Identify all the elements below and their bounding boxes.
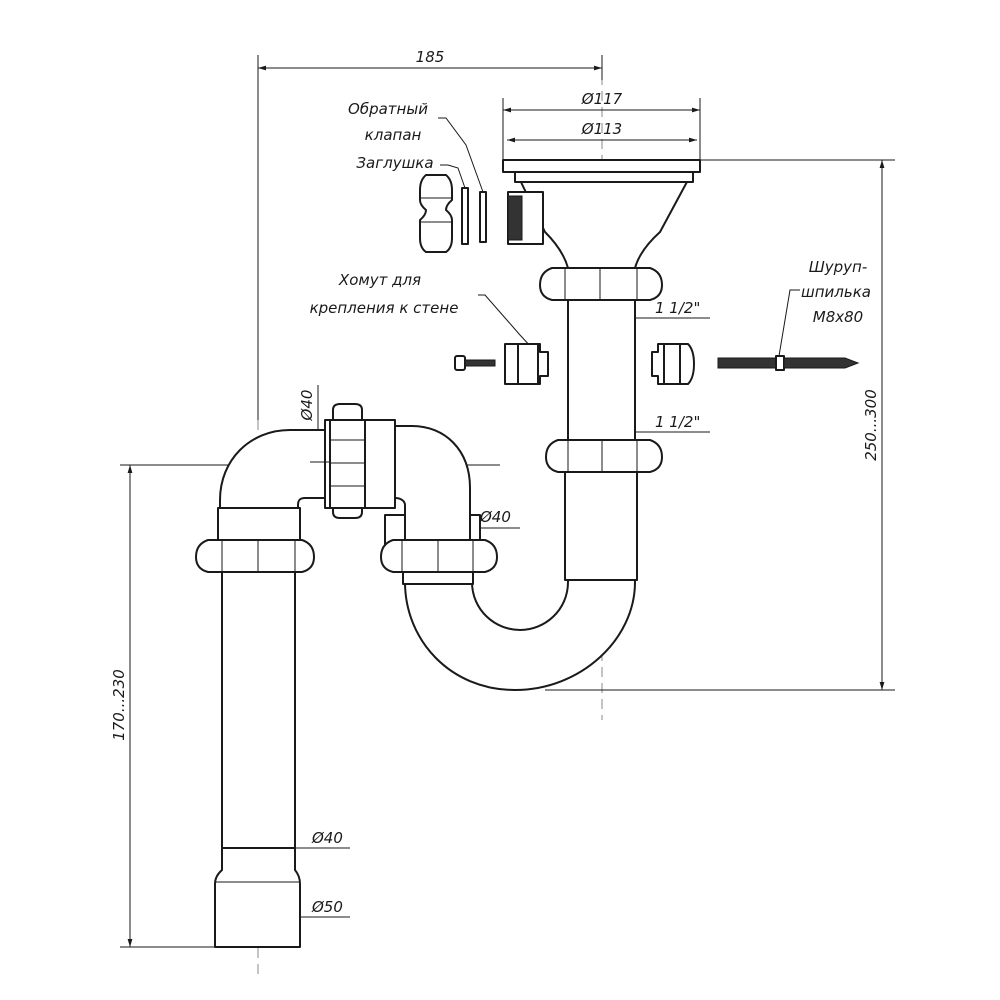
dim-label-d117: Ø117: [581, 90, 623, 108]
dim-label-d113: Ø113: [581, 120, 622, 138]
dimension-250-300: 250...300: [545, 159, 895, 691]
outlet-nut: [195, 539, 315, 573]
callout-screw-line3: M8x80: [813, 308, 863, 326]
callout-wall-clamp-line2: крепления к стене: [310, 299, 459, 317]
dimension-d117: Ø117: [502, 90, 701, 162]
riser-upper-tube: [567, 299, 636, 441]
dim-label-outlet-d50: Ø50: [311, 898, 343, 916]
strainer-flange: [502, 159, 701, 173]
dim-label-185: 185: [416, 48, 445, 66]
plug-leader: [440, 164, 466, 189]
screw-stud: [717, 355, 860, 371]
dim-label-250-300: 250...300: [862, 389, 880, 461]
dim-label-outlet-d40: Ø40: [311, 829, 343, 847]
outlet-collar: [217, 507, 301, 541]
check-valve-leader: [438, 117, 484, 193]
wall-clamp-right: [651, 343, 695, 385]
callout-check-valve-line1: Обратный: [348, 100, 428, 118]
upper-nut: [539, 267, 663, 301]
outlet-socket: [214, 847, 301, 948]
riser-nut: [545, 439, 663, 473]
arm-collar: [402, 571, 474, 585]
callout-check-valve-line2: клапан: [365, 126, 422, 144]
wall-clamp-left: [504, 343, 549, 385]
arm-nut: [380, 539, 498, 573]
clamp-bolt: [454, 355, 496, 371]
dimension-d113: Ø113: [507, 120, 697, 143]
plug-part: [419, 174, 453, 253]
plug-gasket: [461, 187, 469, 245]
elbow-union: [310, 403, 396, 519]
strainer-side-thread: [507, 195, 523, 241]
riser-lower-tube: [564, 471, 638, 581]
callout-screw-line2: шпилька: [801, 283, 871, 301]
dim-label-170-230: 170...230: [110, 669, 128, 741]
callout-screw-line1: Шуруп-: [809, 258, 868, 276]
strainer-funnel: [519, 179, 689, 269]
dim-label-thread-lower: 1 1/2": [655, 413, 700, 431]
elbow-left-bend: [219, 429, 331, 511]
dim-label-thread-upper: 1 1/2": [655, 299, 700, 317]
outlet-pipe: [221, 571, 296, 849]
check-valve-disc: [479, 191, 487, 243]
screw-leader: [777, 289, 800, 363]
clamp-leader: [478, 294, 533, 349]
callout-wall-clamp-line1: Хомут для: [338, 271, 421, 289]
u-bend: [404, 571, 636, 691]
elbow-right-bend: [389, 425, 471, 541]
dimension-185: 185: [257, 48, 603, 420]
callout-plug: Заглушка: [356, 154, 433, 172]
strainer-flange-base: [514, 171, 694, 183]
dim-label-arm-d40: Ø40: [479, 508, 511, 526]
dim-label-elbow-d40: Ø40: [298, 390, 316, 422]
